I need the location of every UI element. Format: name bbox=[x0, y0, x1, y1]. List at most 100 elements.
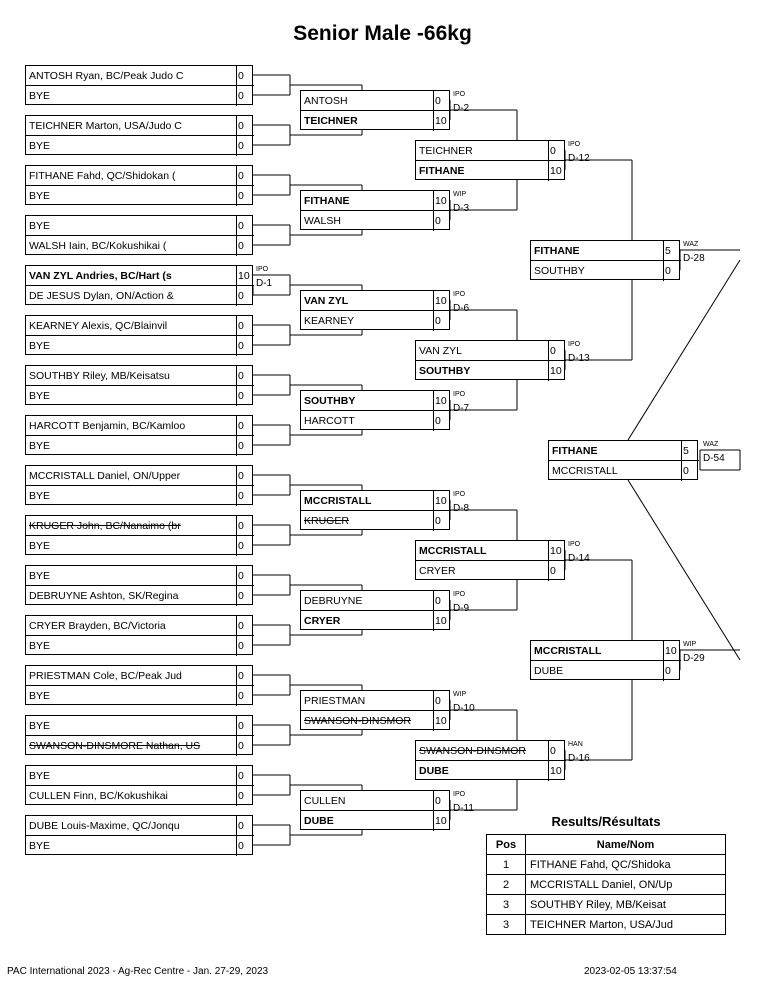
competitor-name: DUBE bbox=[419, 765, 449, 777]
competitor-score: 0 bbox=[236, 616, 254, 636]
competitor-score: 10 bbox=[548, 161, 566, 181]
results-col-pos: Pos bbox=[486, 834, 526, 855]
competitor-score: 0 bbox=[236, 216, 254, 236]
results-name: FITHANE Fahd, QC/Shidoka bbox=[525, 854, 726, 875]
match-number: D-9 bbox=[453, 603, 470, 614]
results-title: Results/Résultats bbox=[551, 814, 661, 829]
competitor-score: 0 bbox=[236, 366, 254, 386]
win-type: IPO bbox=[568, 341, 581, 348]
competitor-score: 10 bbox=[433, 291, 451, 311]
competitor-name: CULLEN bbox=[304, 795, 346, 807]
competitor-name: FITHANE bbox=[534, 245, 580, 257]
competitor-score: 0 bbox=[663, 261, 681, 281]
competitor-score: 0 bbox=[236, 436, 254, 456]
slot-divider bbox=[416, 160, 566, 161]
competitor-score: 10 bbox=[433, 111, 451, 131]
competitor-name: KEARNEY bbox=[304, 315, 355, 327]
competitor-name: DEBRUYNE Ashton, SK/Regina bbox=[29, 590, 179, 602]
competitor-score: 0 bbox=[433, 411, 451, 431]
win-type: HAN bbox=[568, 741, 583, 748]
competitor-name: ANTOSH Ryan, BC/Peak Judo C bbox=[29, 70, 184, 82]
match-number: D-1 bbox=[256, 278, 273, 289]
competitor-score: 10 bbox=[433, 611, 451, 631]
slot-divider bbox=[416, 360, 566, 361]
competitor-name: BYE bbox=[29, 770, 51, 782]
competitor-name: FITHANE Fahd, QC/Shidokan ( bbox=[29, 170, 176, 182]
competitor-name: KEARNEY Alexis, QC/Blainvil bbox=[29, 320, 168, 332]
match-number: D-28 bbox=[683, 253, 705, 264]
competitor-name: SOUTHBY Riley, MB/Keisatsu bbox=[29, 370, 170, 382]
results-pos: 1 bbox=[486, 854, 526, 875]
win-type: IPO bbox=[256, 266, 269, 273]
competitor-score: 10 bbox=[433, 711, 451, 731]
slot-divider bbox=[26, 735, 254, 736]
competitor-name: BYE bbox=[29, 340, 51, 352]
competitor-score: 0 bbox=[236, 416, 254, 436]
competitor-name: BYE bbox=[29, 720, 51, 732]
competitor-name: BYE bbox=[29, 140, 51, 152]
competitor-score: 0 bbox=[548, 341, 566, 361]
competitor-score: 0 bbox=[433, 211, 451, 231]
competitor-name: BYE bbox=[29, 390, 51, 402]
competitor-name: HARCOTT Benjamin, BC/Kamloo bbox=[29, 420, 186, 432]
slot-divider bbox=[531, 660, 681, 661]
competitor-name: FITHANE bbox=[552, 445, 598, 457]
slot-divider bbox=[549, 460, 699, 461]
competitor-score: 0 bbox=[236, 186, 254, 206]
slot-divider bbox=[26, 185, 254, 186]
slot-divider bbox=[26, 685, 254, 686]
competitor-score: 0 bbox=[433, 91, 451, 111]
win-type: IPO bbox=[453, 291, 466, 298]
win-type: IPO bbox=[568, 541, 581, 548]
competitor-score: 0 bbox=[236, 466, 254, 486]
results-pos: 2 bbox=[486, 874, 526, 895]
slot-divider bbox=[26, 785, 254, 786]
competitor-score: 0 bbox=[236, 816, 254, 836]
results-name: TEICHNER Marton, USA/Jud bbox=[525, 914, 726, 935]
competitor-score: 0 bbox=[236, 86, 254, 106]
competitor-score: 10 bbox=[433, 491, 451, 511]
slot-divider bbox=[301, 510, 451, 511]
competitor-name: MCCRISTALL bbox=[534, 645, 602, 657]
competitor-name: CRYER Brayden, BC/Victoria bbox=[29, 620, 166, 632]
competitor-name: MCCRISTALL bbox=[419, 545, 487, 557]
win-type: IPO bbox=[453, 391, 466, 398]
match-number: D-14 bbox=[568, 553, 590, 564]
results-pos: 3 bbox=[486, 894, 526, 915]
slot-divider bbox=[26, 835, 254, 836]
slot-divider bbox=[301, 710, 451, 711]
results-name: SOUTHBY Riley, MB/Keisat bbox=[525, 894, 726, 915]
competitor-score: 0 bbox=[236, 536, 254, 556]
competitor-score: 0 bbox=[433, 511, 451, 531]
competitor-name: BYE bbox=[29, 220, 51, 232]
competitor-score: 0 bbox=[236, 566, 254, 586]
competitor-name: MCCRISTALL bbox=[552, 465, 618, 477]
competitor-score: 0 bbox=[236, 766, 254, 786]
competitor-name: BYE bbox=[29, 540, 51, 552]
slot-divider bbox=[301, 210, 451, 211]
match-number: D-12 bbox=[568, 153, 590, 164]
competitor-score: 10 bbox=[548, 541, 566, 561]
competitor-name: WALSH Iain, BC/Kokushikai ( bbox=[29, 240, 167, 252]
competitor-name: DUBE Louis-Maxime, QC/Jonqu bbox=[29, 820, 180, 832]
slot-divider bbox=[26, 335, 254, 336]
match-number: D-8 bbox=[453, 503, 470, 514]
